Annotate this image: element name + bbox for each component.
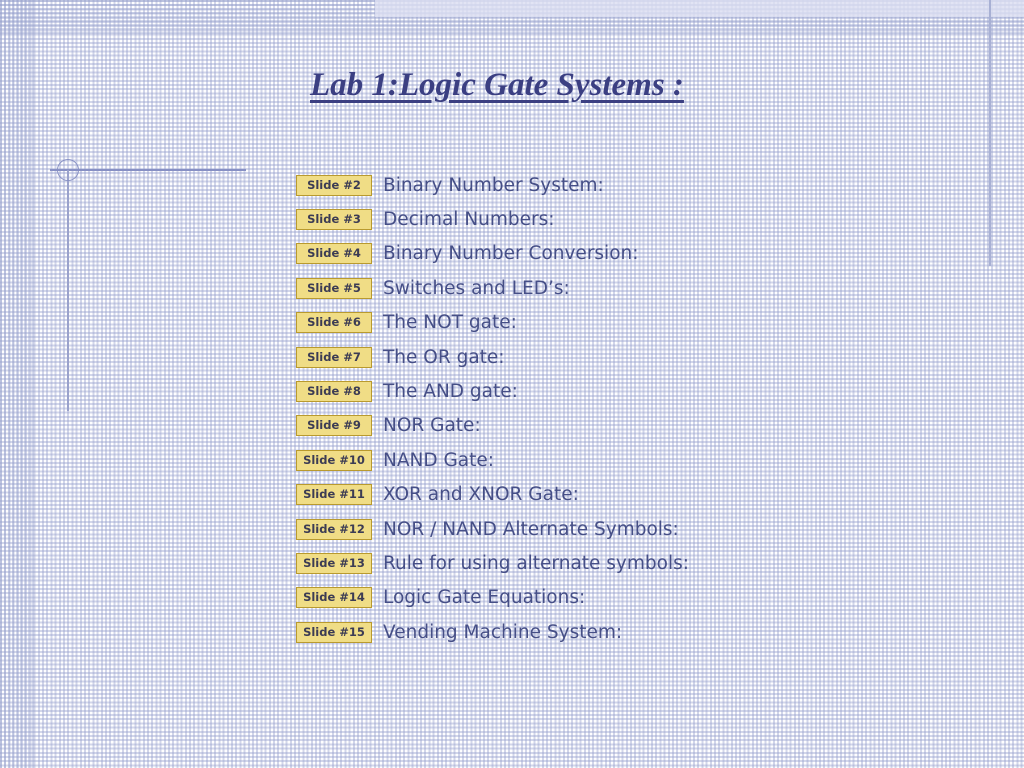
agenda-row: Slide #10 NAND Gate: <box>296 443 996 477</box>
agenda-row: Slide #5 Switches and LED’s: <box>296 271 996 305</box>
agenda-row: Slide #14 Logic Gate Equations: <box>296 581 996 615</box>
agenda-item-label: Binary Number System: <box>383 174 604 196</box>
agenda-item-label: Vending Machine System: <box>383 621 623 643</box>
agenda-list: Slide #2 Binary Number System: Slide #3 Dec… <box>296 168 996 649</box>
page-title: Lab 1:Logic Gate Systems : <box>310 67 684 103</box>
slide-link-button[interactable]: Slide #5 <box>296 277 372 299</box>
slide-link-button[interactable]: Slide #2 <box>296 174 372 196</box>
slide-link-button[interactable]: Slide #6 <box>296 312 372 334</box>
agenda-row: Slide #13 Rule for using alternate symbol… <box>296 546 996 580</box>
agenda-row: Slide #8 The AND gate: <box>296 374 996 408</box>
agenda-item-label: The OR gate: <box>383 346 505 368</box>
decorative-circle-icon <box>57 159 79 181</box>
agenda-item-label: XOR and XNOR Gate: <box>383 484 579 506</box>
decorative-horizontal-line <box>50 169 246 171</box>
slide-link-button[interactable]: Slide #9 <box>296 415 372 437</box>
agenda-item-label: Decimal Numbers: <box>383 209 555 231</box>
agenda-row: Slide #6 The NOT gate: <box>296 306 996 340</box>
agenda-item-label: Rule for using alternate symbols: <box>383 552 689 574</box>
agenda-item-label: Logic Gate Equations: <box>383 587 586 609</box>
agenda-row: Slide #15 Vending Machine System: <box>296 615 996 649</box>
agenda-row: Slide #11 XOR and XNOR Gate: <box>296 478 996 512</box>
agenda-row: Slide #12 NOR / NAND Alternate Symbols: <box>296 512 996 546</box>
slide-link-button[interactable]: Slide #4 <box>296 243 372 265</box>
agenda-row: Slide #2 Binary Number System: <box>296 168 996 202</box>
slide-link-button[interactable]: Slide #10 <box>296 449 372 471</box>
agenda-row: Slide #7 The OR gate: <box>296 340 996 374</box>
agenda-row: Slide #9 NOR Gate: <box>296 409 996 443</box>
slide-link-button[interactable]: Slide #3 <box>296 209 372 231</box>
agenda-item-label: Binary Number Conversion: <box>383 243 639 265</box>
top-accent-band <box>375 0 1024 17</box>
agenda-row: Slide #3 Decimal Numbers: <box>296 202 996 236</box>
slide-link-button[interactable]: Slide #14 <box>296 587 372 609</box>
agenda-row: Slide #4 Binary Number Conversion: <box>296 237 996 271</box>
slide-link-button[interactable]: Slide #7 <box>296 346 372 368</box>
agenda-item-label: NAND Gate: <box>383 449 494 471</box>
agenda-item-label: NOR / NAND Alternate Symbols: <box>383 518 679 540</box>
agenda-item-label: The NOT gate: <box>383 312 517 334</box>
decorative-vertical-line <box>67 170 69 411</box>
slide-link-button[interactable]: Slide #8 <box>296 381 372 403</box>
slide-link-button[interactable]: Slide #13 <box>296 552 372 574</box>
slide-link-button[interactable]: Slide #12 <box>296 518 372 540</box>
agenda-item-label: The AND gate: <box>383 381 518 403</box>
agenda-item-label: Switches and LED’s: <box>383 277 570 299</box>
agenda-item-label: NOR Gate: <box>383 415 481 437</box>
right-accent-rule <box>989 0 991 266</box>
slide-link-button[interactable]: Slide #11 <box>296 484 372 506</box>
slide-link-button[interactable]: Slide #15 <box>296 621 372 643</box>
